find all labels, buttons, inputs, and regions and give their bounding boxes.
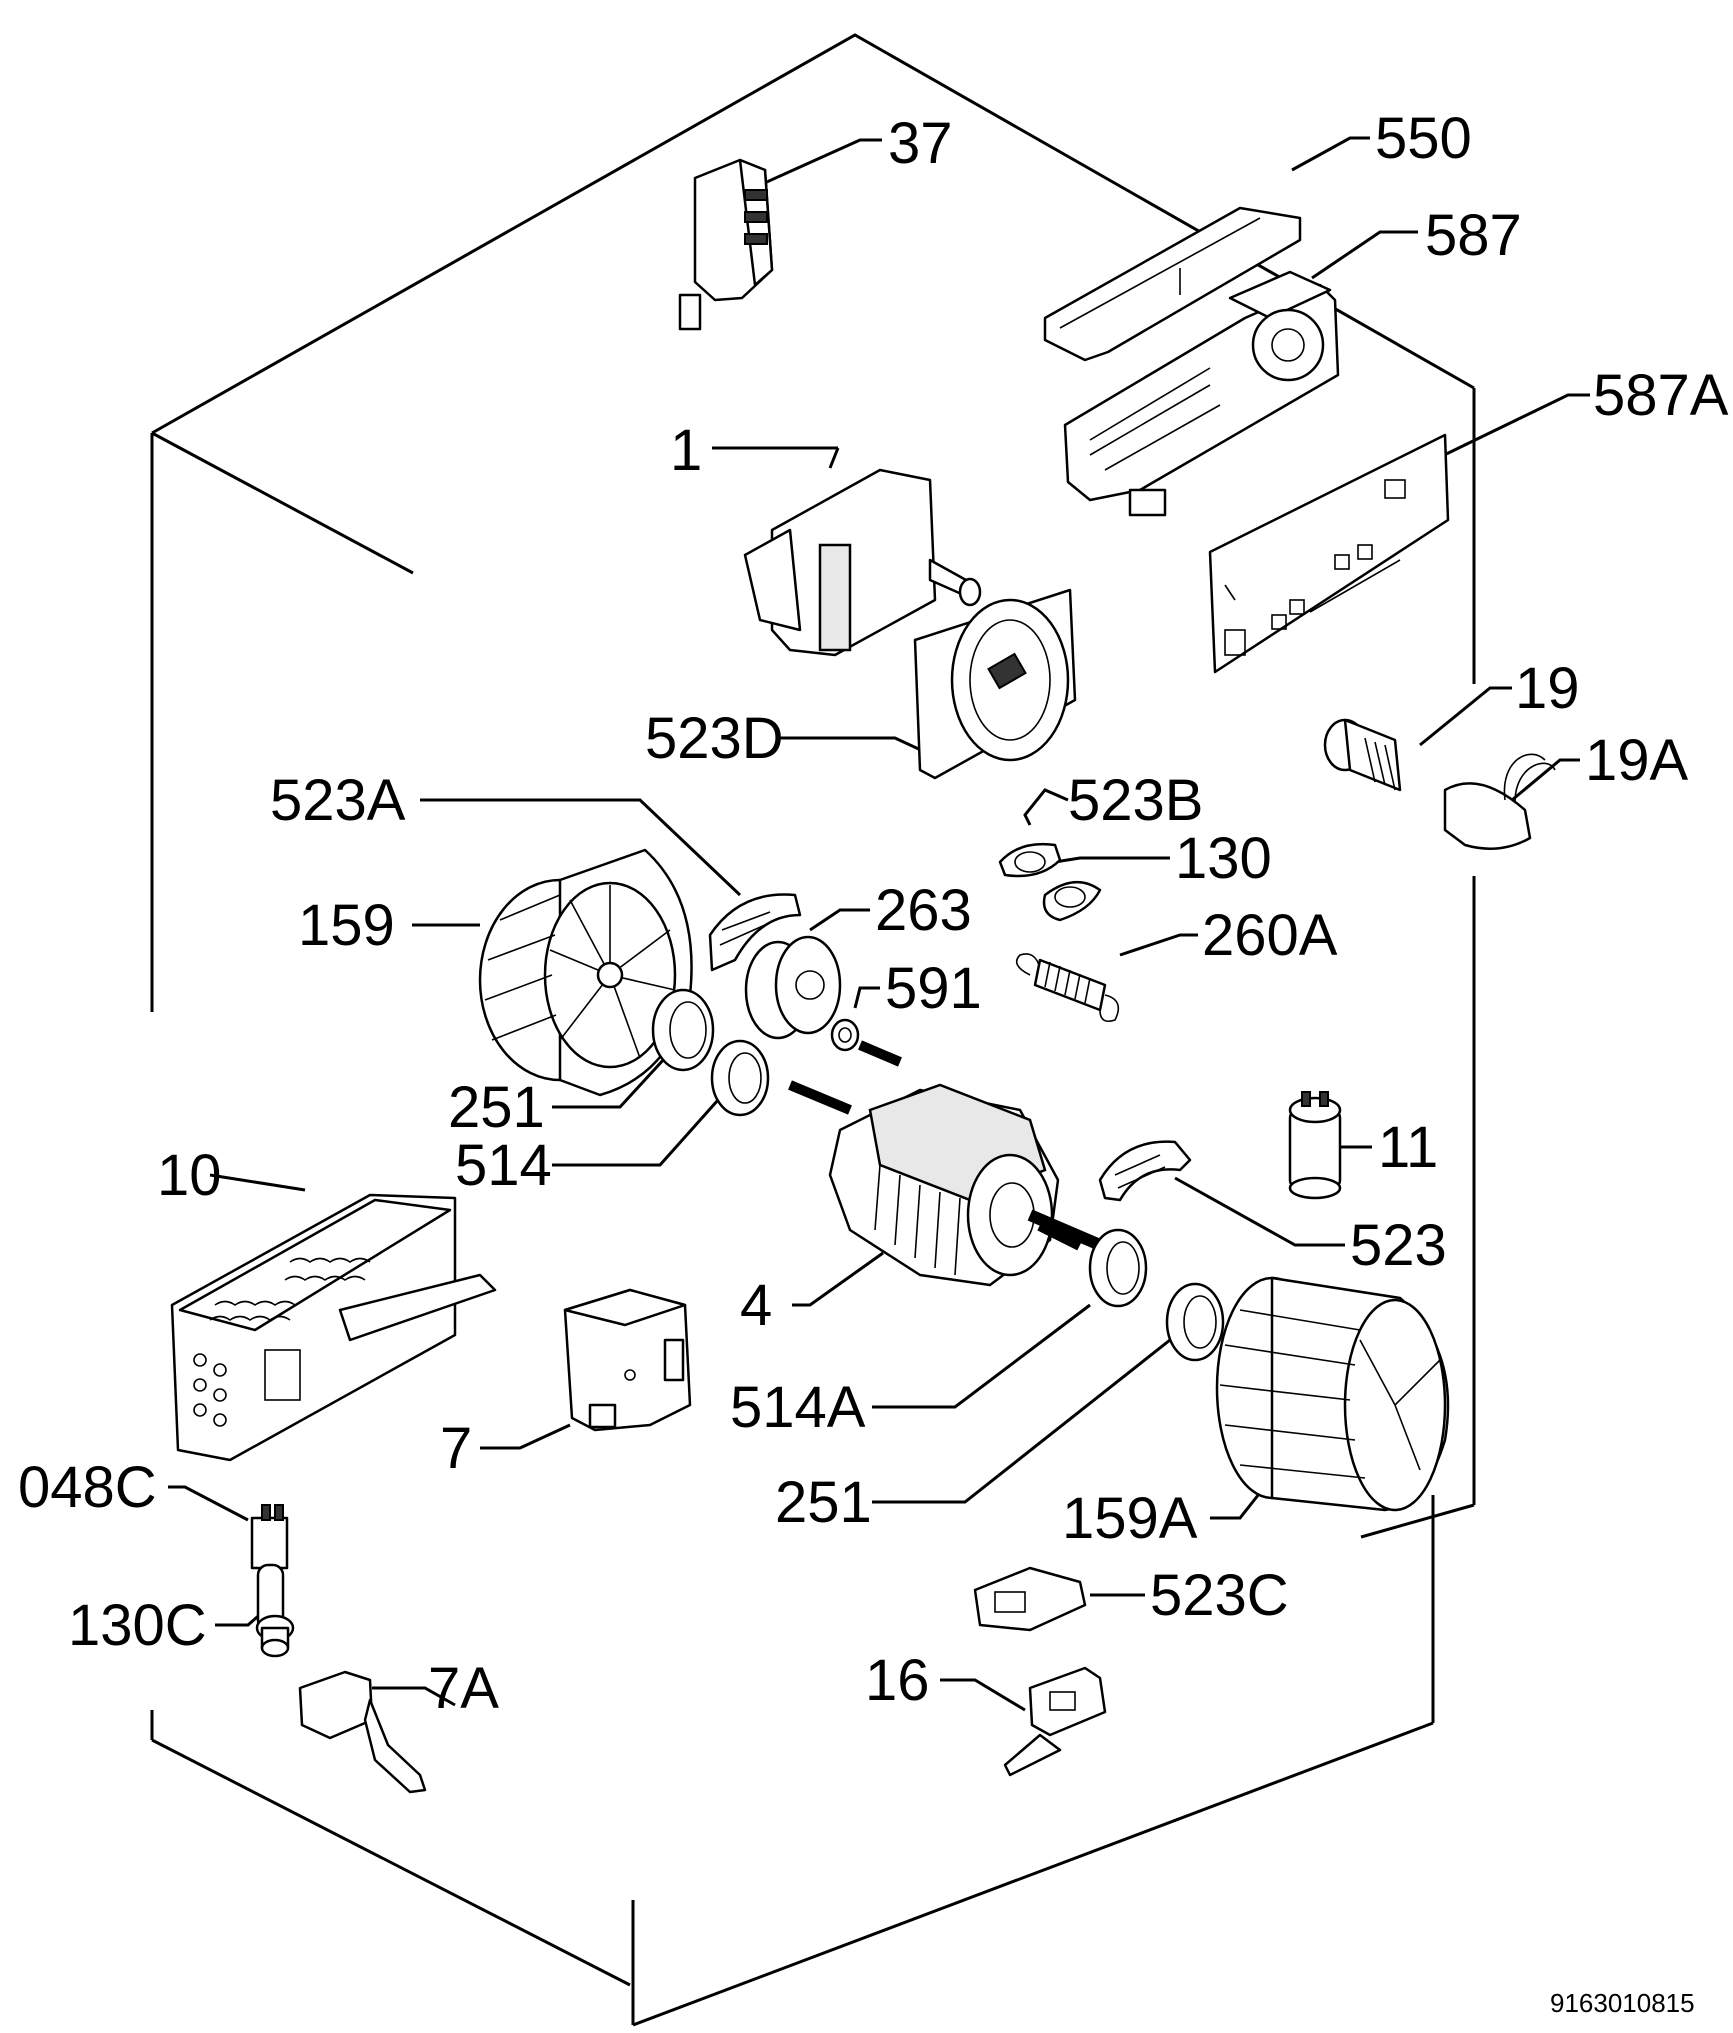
part-130C-seal xyxy=(255,1614,295,1658)
part-130-gasket xyxy=(1042,880,1102,922)
part-11-capacitor xyxy=(1288,1091,1342,1200)
part-label-11: 11 xyxy=(1378,1115,1438,1180)
part-label-523: 523 xyxy=(1350,1213,1447,1278)
part-251-bearing-ring-lower xyxy=(1165,1282,1225,1362)
part-label-587A: 587A xyxy=(1593,363,1729,428)
diagram-code: 9163010815 xyxy=(1550,1988,1695,2018)
part-251-bearing-ring-upper xyxy=(651,988,715,1072)
part-37-bracket xyxy=(678,158,774,331)
part-4-motor xyxy=(788,1040,1103,1287)
part-label-10: 10 xyxy=(157,1143,222,1208)
part-label-130: 130 xyxy=(1175,826,1272,891)
part-labels: 37 550 587 587A 1 523D 19 19A 523A 523B … xyxy=(18,106,1729,1721)
part-1-selector-switch xyxy=(743,468,982,657)
part-10-heater xyxy=(170,1193,497,1462)
part-048C-sensor xyxy=(250,1504,289,1632)
part-label-251b: 251 xyxy=(775,1470,872,1535)
part-label-4: 4 xyxy=(740,1273,772,1338)
part-label-263: 263 xyxy=(875,878,972,943)
part-label-523A: 523A xyxy=(270,768,406,833)
part-label-260A: 260A xyxy=(1202,903,1338,968)
part-label-514A: 514A xyxy=(730,1375,866,1440)
part-label-523B: 523B xyxy=(1068,768,1203,833)
cabinet-outline xyxy=(150,33,1476,2027)
part-label-523C: 523C xyxy=(1150,1563,1289,1628)
part-260A-spring xyxy=(1015,953,1120,1023)
part-19-lamp xyxy=(1323,718,1402,792)
part-523-bearing-shell xyxy=(1098,1140,1192,1202)
part-159-drum-wheel xyxy=(478,848,693,1097)
part-label-7A: 7A xyxy=(428,1656,499,1721)
part-550-cover xyxy=(1043,206,1302,362)
part-label-550: 550 xyxy=(1375,106,1472,171)
part-label-523D: 523D xyxy=(645,706,784,771)
part-label-1: 1 xyxy=(670,418,702,483)
leader-lines xyxy=(168,136,1590,1712)
part-514-bearing-ring-upper xyxy=(710,1039,770,1117)
part-label-37: 37 xyxy=(888,111,953,176)
part-159A-fan-wheel xyxy=(1215,1276,1450,1512)
part-label-514: 514 xyxy=(455,1133,552,1198)
part-523D-knob-holder xyxy=(913,588,1077,780)
part-label-591: 591 xyxy=(885,956,982,1021)
part-label-159: 159 xyxy=(298,893,395,958)
part-label-587: 587 xyxy=(1425,203,1522,268)
part-7-door-lock xyxy=(563,1288,692,1432)
part-523C-bracket xyxy=(973,1566,1087,1632)
part-label-19: 19 xyxy=(1515,656,1580,721)
part-19A-lamp-holder xyxy=(1443,753,1556,850)
part-label-048C: 048C xyxy=(18,1455,157,1520)
part-514A-bearing-ring-lower xyxy=(1088,1228,1148,1308)
part-591-washer xyxy=(830,1018,860,1052)
part-label-130C: 130C xyxy=(68,1593,207,1658)
part-587A-circuit-board xyxy=(1208,433,1450,674)
part-16-microswitch xyxy=(1003,1666,1107,1777)
part-label-251a: 251 xyxy=(448,1075,545,1140)
part-523B-clip xyxy=(998,842,1062,878)
part-label-7: 7 xyxy=(440,1416,472,1481)
part-523A-bearing-shell xyxy=(708,893,802,972)
part-263-pulley xyxy=(744,935,842,1040)
part-label-159A: 159A xyxy=(1062,1486,1198,1551)
part-label-16: 16 xyxy=(865,1648,930,1713)
part-label-19A: 19A xyxy=(1585,728,1689,793)
part-587-control-module xyxy=(1063,270,1340,517)
part-7A-microswitch xyxy=(298,1670,427,1794)
